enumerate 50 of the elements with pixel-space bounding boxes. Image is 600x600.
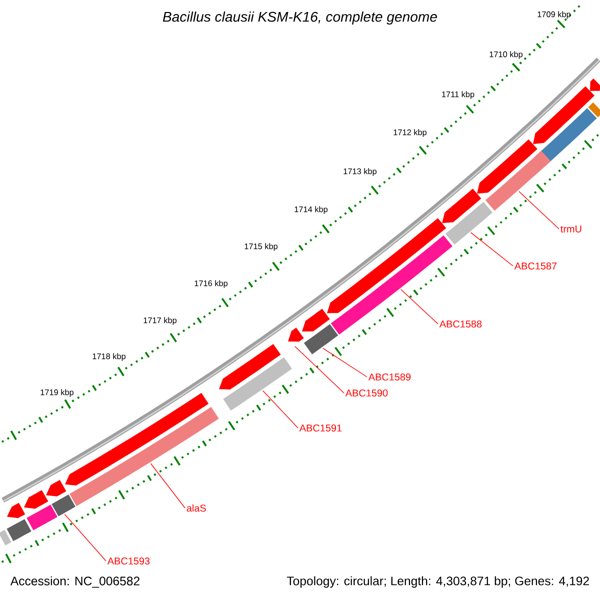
leader-line bbox=[470, 232, 514, 266]
forward-gene bbox=[7, 502, 26, 518]
gene-label: ABC1589 bbox=[368, 373, 411, 381]
gene-label: ABC1587 bbox=[514, 262, 557, 270]
forward-gene bbox=[302, 308, 330, 332]
reverse-gene bbox=[52, 494, 76, 516]
tick-label: 1709 kbp bbox=[538, 11, 570, 19]
leader-line bbox=[400, 289, 438, 324]
gene-label: ABC1588 bbox=[439, 320, 482, 328]
forward-gene bbox=[590, 78, 600, 91]
forward-gene bbox=[477, 139, 538, 194]
reverse-gene bbox=[485, 150, 551, 211]
leader-line bbox=[150, 463, 186, 508]
accession-text: Accession: NC_006582 bbox=[10, 576, 140, 588]
reverse-gene bbox=[26, 504, 58, 530]
forward-gene bbox=[219, 344, 281, 390]
reverse-gene bbox=[6, 519, 32, 542]
leader-line bbox=[322, 348, 368, 378]
leader-line bbox=[294, 346, 344, 394]
forward-gene bbox=[24, 490, 48, 509]
gene-label: ABC1590 bbox=[345, 389, 388, 397]
leader-line bbox=[262, 390, 298, 428]
tick-label: 1710 kbp bbox=[490, 51, 522, 59]
tick-label: 1718 kbp bbox=[92, 353, 126, 361]
tick-label: 1717 kbp bbox=[144, 317, 176, 325]
gene-label: alaS bbox=[186, 504, 206, 512]
gene-label: ABC1591 bbox=[299, 424, 342, 432]
reverse-gene bbox=[446, 202, 493, 245]
reverse-gene bbox=[304, 324, 338, 354]
title: Bacillus clausii KSM-K16, complete genome bbox=[162, 11, 437, 25]
forward-gene bbox=[327, 218, 446, 314]
forward-gene bbox=[288, 328, 304, 342]
tick-label: 1713 kbp bbox=[344, 168, 376, 176]
reverse-gene bbox=[223, 357, 292, 411]
tick-label: 1711 kbp bbox=[442, 91, 474, 99]
gene-label: trmU bbox=[560, 226, 582, 232]
genome-info-text: Topology: circular; Length: 4,303,871 bp; Genes: 4,192 bbox=[286, 576, 589, 588]
reverse-gene bbox=[0, 530, 12, 546]
tick-label: 1712 kbp bbox=[394, 129, 426, 137]
reverse-gene bbox=[588, 102, 600, 118]
gene-label: ABC1593 bbox=[107, 557, 150, 565]
tick-label: 1716 kbp bbox=[194, 280, 228, 288]
forward-gene bbox=[46, 480, 66, 496]
forward-gene bbox=[533, 86, 594, 144]
leader-line bbox=[64, 514, 106, 562]
tick-label: 1715 kbp bbox=[244, 243, 278, 251]
leader-line bbox=[518, 191, 560, 230]
tick-label: 1714 kbp bbox=[294, 206, 328, 214]
forward-gene bbox=[442, 188, 482, 224]
tick-label: 1719 kbp bbox=[40, 389, 74, 397]
